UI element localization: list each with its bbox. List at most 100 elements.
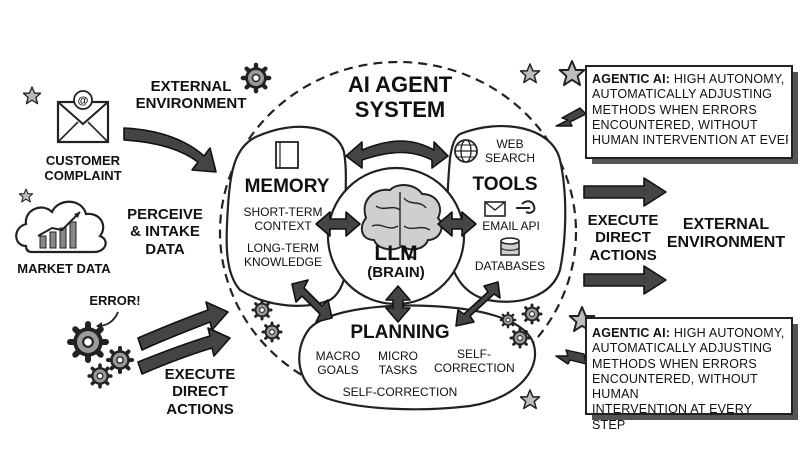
llm-subtitle: (BRAIN) xyxy=(367,264,425,281)
market-data-label: MARKET DATA xyxy=(17,261,111,276)
planning-self-correction: SELF- CORRECTION xyxy=(434,347,515,376)
tools-planning-arrow xyxy=(455,281,501,327)
planning-bottom-self-correction: SELF-CORRECTION xyxy=(342,385,458,399)
gear-icon xyxy=(70,324,106,360)
note-bottom-line1: AGENTIC AI: HIGH AUTONOMY, xyxy=(592,326,788,341)
customer-complaint-line2: COMPLAINT xyxy=(44,167,122,183)
planning-self-line1: SELF- xyxy=(456,347,491,361)
execute-right-line3: ACTIONS xyxy=(589,246,657,264)
note-top-label: AGENTIC AI: xyxy=(592,72,671,86)
note-bottom-line2: AUTOMATICALLY ADJUSTING xyxy=(592,341,773,356)
inbound-arrow-bottom-1 xyxy=(137,301,229,351)
inbound-arrow-bottom-2 xyxy=(137,327,231,375)
note-bottom-line1-rest: HIGH AUTONOMY, xyxy=(673,326,785,340)
planning-micro-line1: MICRO xyxy=(378,349,418,363)
note-bottom-box xyxy=(585,317,793,415)
memory-long-line2: KNOWLEDGE xyxy=(243,254,322,269)
external-environment-left-line1: EXTERNAL xyxy=(150,78,232,95)
note-bottom-line4: ENCOUNTERED, WITHOUT HUMAN xyxy=(592,371,758,401)
system-title: AI AGENT SYSTEM xyxy=(320,72,480,123)
system-title-line1: AI AGENT xyxy=(347,72,453,97)
perceive-line1: PERCEIVE xyxy=(127,206,203,223)
execute-left-line1: EXECUTE xyxy=(164,366,236,383)
external-environment-right-line2: ENVIRONMENT xyxy=(666,234,786,252)
note-bottom-pointer-arrow xyxy=(555,349,587,365)
memory-short-term: SHORT-TERM CONTEXT xyxy=(228,205,338,234)
perceive-line3: DATA xyxy=(145,240,185,258)
memory-title: MEMORY xyxy=(244,176,330,197)
star-icon xyxy=(558,60,586,87)
planning-macro-goals: MACRO GOALS xyxy=(312,349,364,378)
execute-left-line3: ACTIONS xyxy=(166,400,234,418)
planning-macro-line1: MACRO xyxy=(315,349,361,363)
execute-right-line1: EXECUTE xyxy=(587,212,659,229)
llm-tools-arrow xyxy=(437,211,477,237)
error-label: ERROR! xyxy=(89,293,141,308)
note-top-box xyxy=(585,65,793,159)
tools-web-search: WEB SEARCH xyxy=(478,137,542,166)
star-icon xyxy=(18,188,34,203)
note-bottom-line3: METHODS WHEN ERRORS xyxy=(592,356,757,371)
gear-icon xyxy=(87,363,113,389)
outbound-arrow-bottom xyxy=(583,265,667,295)
planning-macro-line2: GOALS xyxy=(317,362,359,377)
note-bottom-line5: INTERVENTION AT EVERY STEP xyxy=(592,402,753,432)
tools-databases: DATABASES xyxy=(474,259,546,273)
gear-icon xyxy=(106,346,134,374)
execute-actions-right: EXECUTE DIRECT ACTIONS xyxy=(584,212,662,264)
system-title-line2: SYSTEM xyxy=(354,97,446,123)
external-environment-right-line1: EXTERNAL xyxy=(682,216,770,233)
tools-web-line1: WEB xyxy=(496,137,524,151)
tools-web-line2: SEARCH xyxy=(484,150,535,165)
note-top-line3: METHODS WHEN ERRORS xyxy=(592,102,757,117)
perceive-intake-label: PERCEIVE & INTAKE DATA xyxy=(110,206,220,258)
external-environment-left: EXTERNAL ENVIRONMENT xyxy=(126,78,256,113)
gear-icon xyxy=(251,299,273,321)
memory-long-line1: LONG-TERM xyxy=(247,241,319,255)
tools-region xyxy=(446,124,567,303)
execute-right-line2: DIRECT xyxy=(595,229,651,247)
tools-email-api: EMAIL API xyxy=(482,219,540,233)
execute-left-line2: DIRECT xyxy=(172,383,228,401)
memory-short-line1: SHORT-TERM xyxy=(243,205,323,219)
wrench-icon xyxy=(516,200,536,214)
brain-icon xyxy=(360,184,443,259)
note-top-line4: ENCOUNTERED, WITHOUT xyxy=(592,117,758,132)
customer-complaint-label: CUSTOMER COMPLAINT xyxy=(26,153,140,184)
gear-icon xyxy=(261,321,283,343)
star-icon xyxy=(519,63,541,84)
star-icon xyxy=(22,86,42,105)
envelope-icon: @ xyxy=(56,90,110,144)
external-environment-left-line2: ENVIRONMENT xyxy=(135,95,247,113)
customer-complaint-line1: CUSTOMER xyxy=(45,153,121,168)
outbound-arrow-top xyxy=(583,177,667,207)
external-environment-right: EXTERNAL ENVIRONMENT xyxy=(666,216,786,253)
perceive-line2: & INTAKE xyxy=(130,223,200,241)
memory-region xyxy=(225,125,349,307)
note-top-pointer-arrow xyxy=(555,107,587,127)
note-bottom-text: AGENTIC AI: HIGH AUTONOMY, AUTOMATICALLY… xyxy=(592,326,788,433)
planning-title: PLANNING xyxy=(350,322,450,343)
note-bottom-label: AGENTIC AI: xyxy=(592,326,671,340)
planning-micro-tasks: MICRO TASKS xyxy=(370,349,426,378)
globe-icon xyxy=(454,139,478,163)
note-top-text: AGENTIC AI: HIGH AUTONOMY, AUTOMATICALLY… xyxy=(592,72,788,148)
memory-llm-arrow xyxy=(315,211,361,237)
note-top-line1-rest: HIGH AUTONOMY, xyxy=(673,72,785,86)
planning-self-line2: CORRECTION xyxy=(434,360,515,375)
svg-text:@: @ xyxy=(78,95,89,107)
memory-tools-arrow xyxy=(345,140,449,169)
envelope-small-icon xyxy=(484,201,506,217)
notebook-icon xyxy=(275,141,299,169)
note-top-line2: AUTOMATICALLY ADJUSTING xyxy=(592,87,773,102)
memory-long-term: LONG-TERM KNOWLEDGE xyxy=(228,241,338,270)
inbound-arrow-top xyxy=(123,127,217,173)
note-top-line1: AGENTIC AI: HIGH AUTONOMY, xyxy=(592,72,788,87)
planning-region xyxy=(298,304,537,411)
memory-planning-arrow xyxy=(291,279,333,323)
tools-title: TOOLS xyxy=(472,174,538,195)
gear-icon xyxy=(509,327,531,349)
gear-icon xyxy=(521,303,543,325)
cloud-chart-icon xyxy=(15,200,107,254)
